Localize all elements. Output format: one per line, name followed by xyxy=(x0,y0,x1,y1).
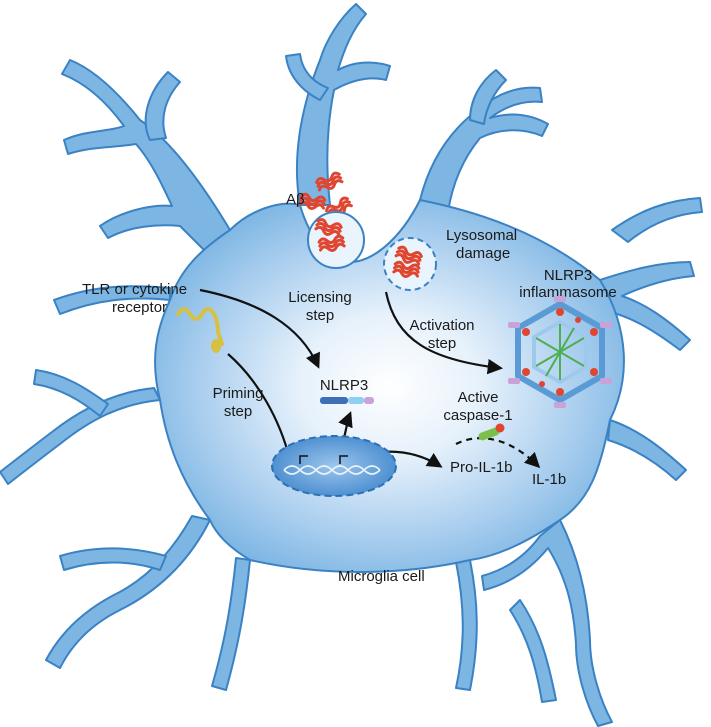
licensing-arrow xyxy=(199,288,320,369)
licensing-label-line2: step xyxy=(306,307,334,324)
active-caspase-label-line2: caspase-1 xyxy=(443,407,512,424)
nlrp3-label: NLRP3 xyxy=(320,377,368,394)
tlr-label-line1: TLR or cytokine xyxy=(82,281,187,298)
activation-label-line1: Activation xyxy=(409,317,474,334)
licensing-label-line1: Licensing xyxy=(288,289,351,306)
damaged-lysosome xyxy=(383,237,437,291)
abeta-label: Aβ xyxy=(286,191,305,208)
lysosomal-label-line1: Lysosomal xyxy=(446,227,517,244)
caspase-1 xyxy=(478,423,505,441)
il1b-label: IL-1b xyxy=(532,471,566,488)
inflammasome-label-line2: inflammasome xyxy=(519,284,617,301)
endosome xyxy=(307,211,365,269)
dna-helix xyxy=(283,465,381,475)
cell-name-label: Microglia cell xyxy=(338,568,425,585)
priming-label-line1: Priming xyxy=(213,385,264,402)
microglia-cell xyxy=(0,3,703,727)
lysosomal-label-line2: damage xyxy=(456,245,510,262)
tlr-receptor xyxy=(176,307,224,353)
nlrp3-inflammasome xyxy=(508,296,612,408)
cell-body xyxy=(154,198,625,573)
pro-il1b-label: Pro-IL-1b xyxy=(450,459,513,476)
active-caspase-label-line1: Active xyxy=(458,389,499,406)
pathway-arrows xyxy=(199,288,541,469)
nucleus xyxy=(271,435,397,497)
activation-label-line2: step xyxy=(428,335,456,352)
cell-processes xyxy=(0,3,703,727)
tlr-label-line2: receptor xyxy=(112,299,167,316)
nlrp3-protein xyxy=(320,397,374,404)
caspase-cleavage-arrow xyxy=(455,437,541,469)
priming-arrow xyxy=(227,353,295,463)
priming-label-line2: step xyxy=(224,403,252,420)
inflammasome-label-line1: NLRP3 xyxy=(544,267,592,284)
activation-arrow xyxy=(384,291,504,375)
